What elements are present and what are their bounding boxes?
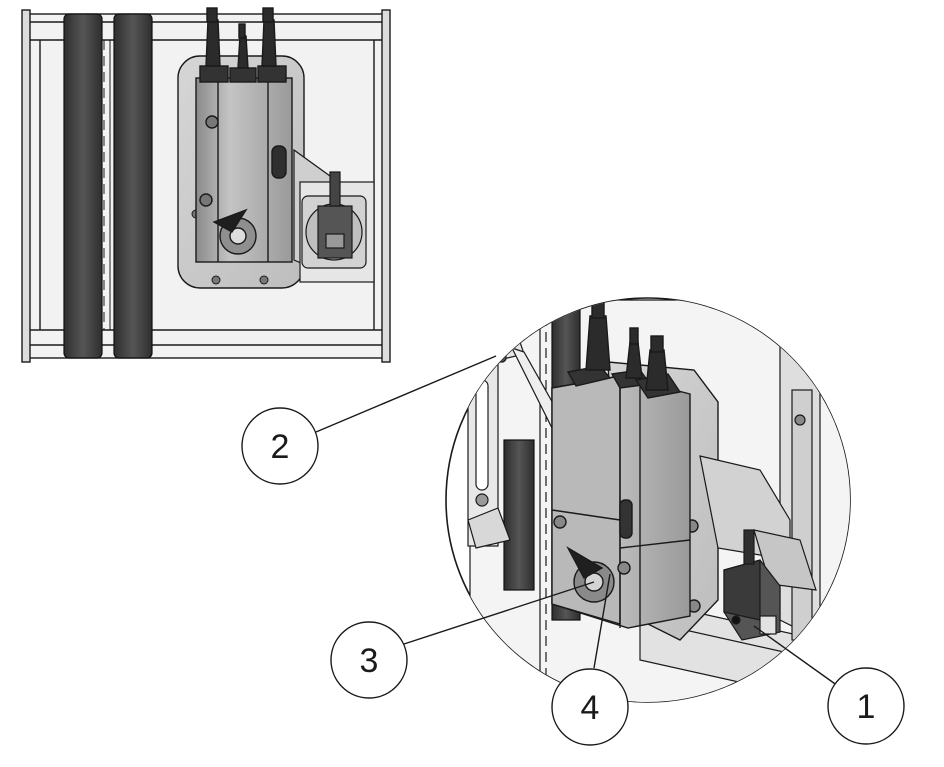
gasket-band-left [63, 13, 103, 359]
callout-1: 1 [827, 667, 905, 745]
blade-edge [103, 40, 111, 330]
callout-label-1: 1 [857, 688, 876, 726]
callout-4: 4 [551, 668, 629, 746]
detail-side-rail [467, 359, 511, 549]
callout-2: 2 [241, 407, 319, 485]
leader-line-4 [593, 573, 611, 669]
gasket-band-right [113, 13, 153, 359]
callout-label-3: 3 [360, 642, 379, 680]
actuator-overview [195, 7, 293, 263]
limit-switch-overview [301, 171, 367, 269]
overview-view [21, 7, 391, 363]
leader-line-2 [315, 355, 497, 433]
leader-line-1 [753, 625, 839, 687]
detail-view [445, 297, 851, 703]
limit-switch-detail [723, 529, 781, 641]
leader-lines [315, 355, 839, 687]
callout-3: 3 [330, 621, 408, 699]
callout-label-2: 2 [271, 428, 290, 466]
leader-line-3 [403, 581, 595, 645]
detail-actuator [551, 299, 691, 629]
callout-label-4: 4 [581, 689, 600, 727]
